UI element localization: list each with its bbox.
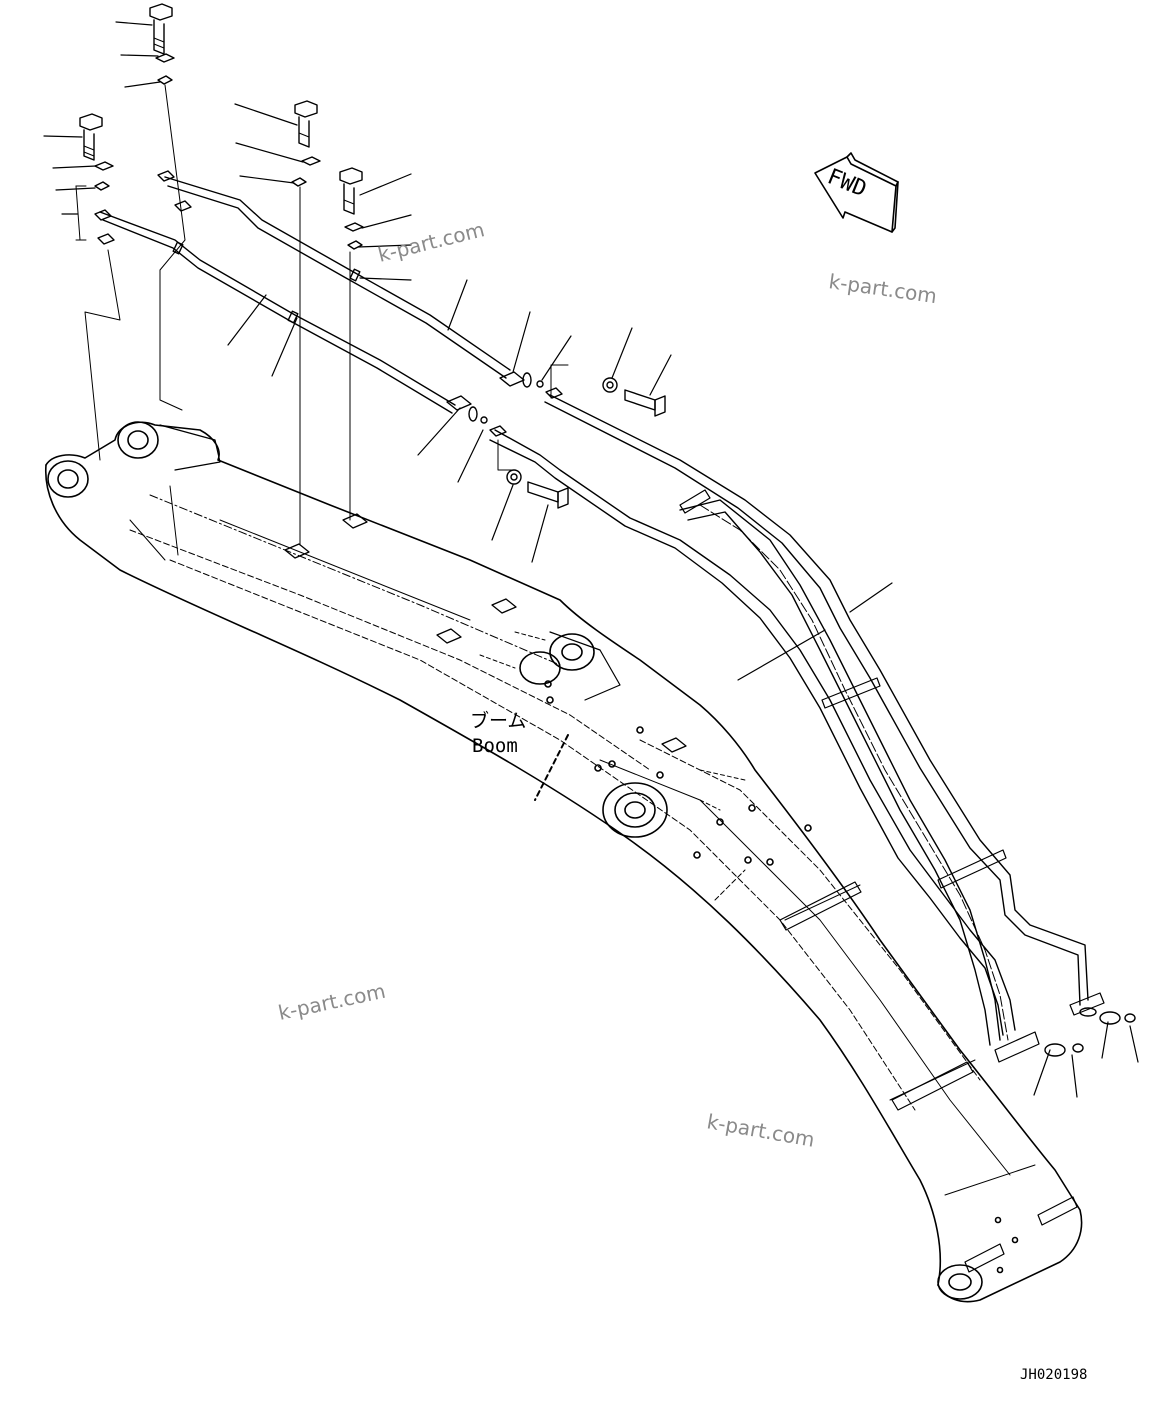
- washer-icon: [155, 53, 175, 85]
- watermark: k-part.com: [375, 217, 486, 267]
- bolt-icon: [339, 167, 363, 215]
- hardware-parts: [75, 3, 666, 546]
- boom-label-jp: ブーム: [470, 709, 526, 732]
- fwd-arrow-icon: FWD: [814, 152, 899, 233]
- bolt-icon: [79, 113, 103, 161]
- washer-icon: [602, 377, 618, 393]
- watermark: k-part.com: [276, 979, 388, 1025]
- drawing-code: JH020198: [1020, 1367, 1087, 1383]
- boom-structure: [44, 421, 1083, 1303]
- hydraulic-piping: [99, 176, 1136, 1063]
- bolt-icon: [624, 389, 666, 417]
- bolt-icon: [294, 100, 318, 148]
- bolt-icon: [149, 3, 173, 55]
- watermark: k-part.com: [827, 269, 938, 308]
- watermark: k-part.com: [705, 1109, 816, 1152]
- leader-lines: [43, 21, 1139, 1098]
- boom-label-en: Boom: [472, 735, 518, 757]
- bolt-icon: [527, 481, 569, 509]
- washer-icon: [506, 469, 522, 485]
